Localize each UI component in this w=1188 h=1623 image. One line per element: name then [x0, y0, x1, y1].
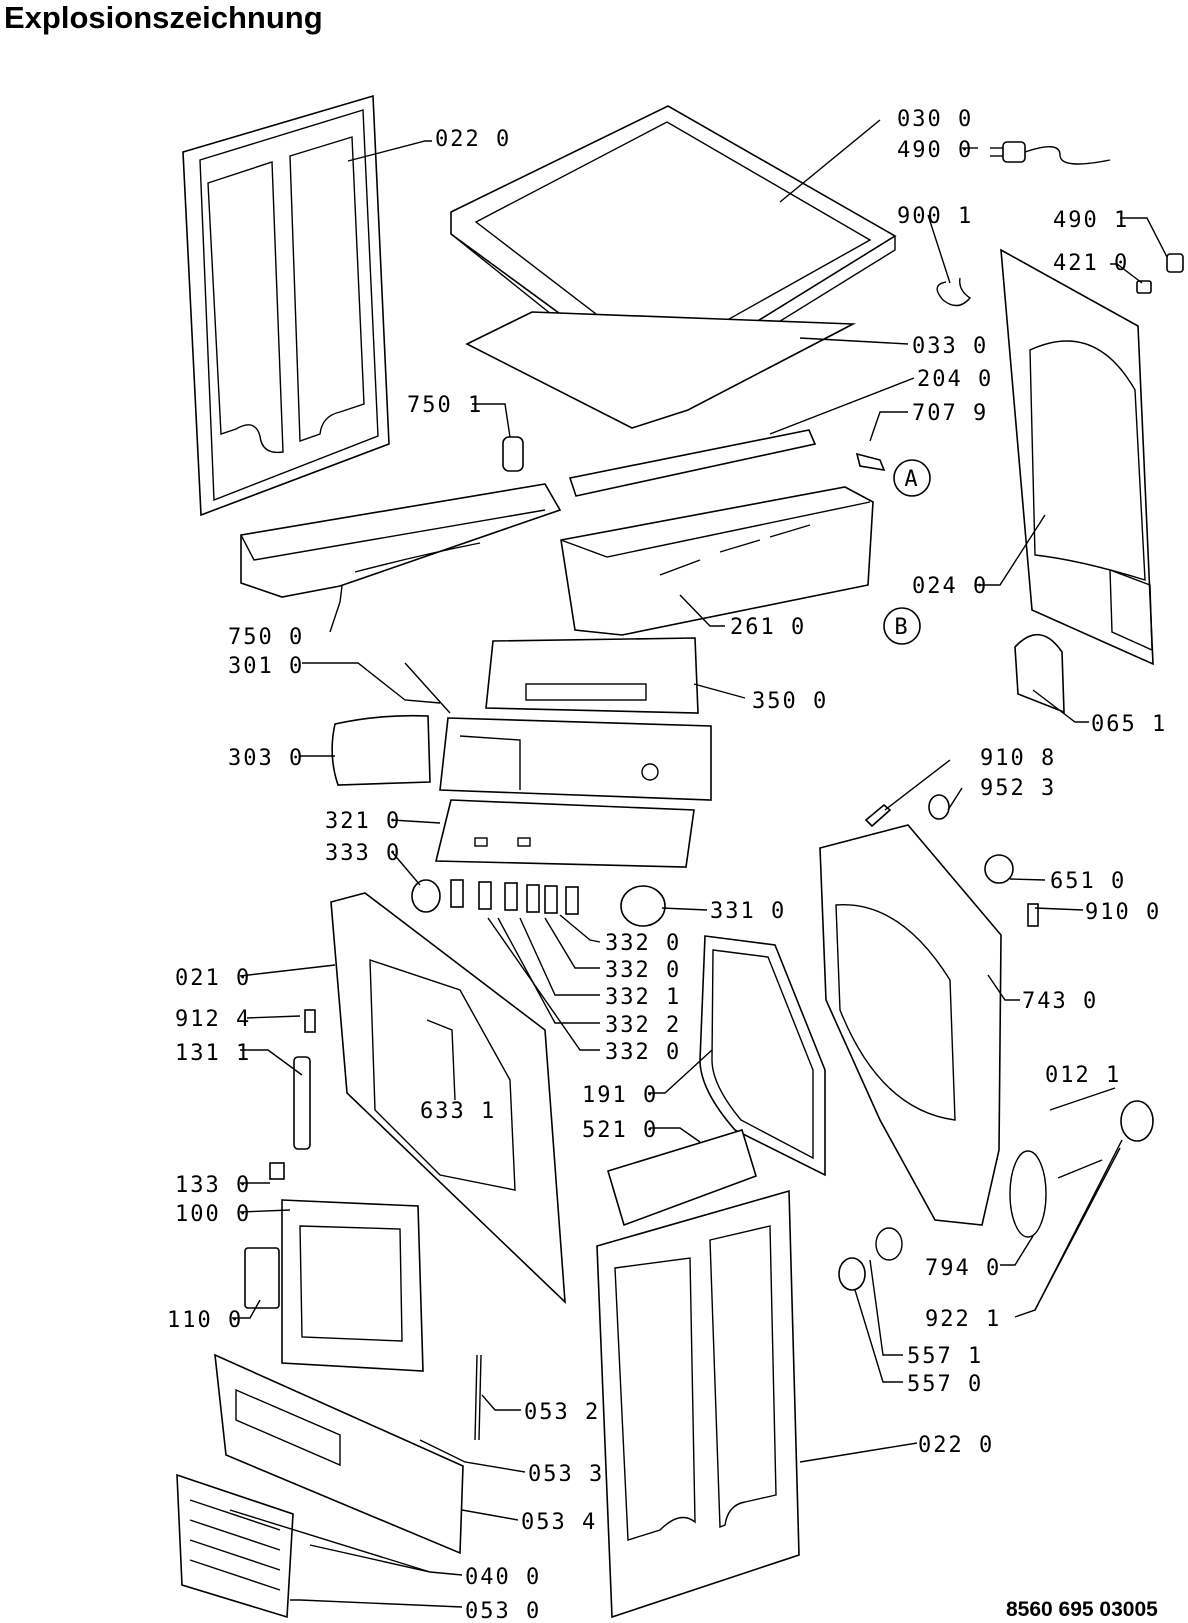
callout-b-text: B — [894, 615, 909, 640]
label-030-0: 030 0 — [897, 107, 973, 132]
fan-assembly — [1057, 1100, 1154, 1179]
callout-a-text: A — [904, 467, 919, 492]
callout-b: B — [883, 607, 921, 645]
door-latch — [244, 1247, 280, 1309]
label-332-1: 332 1 — [605, 985, 681, 1010]
label-261-0: 261 0 — [730, 615, 806, 640]
control-board — [607, 1129, 757, 1227]
label-331-0: 331 0 — [710, 899, 786, 924]
label-012-1: 012 1 — [1045, 1063, 1121, 1088]
label-707-9: 707 9 — [912, 401, 988, 426]
label-521-0: 521 0 — [582, 1118, 658, 1143]
vent-grille — [176, 1473, 294, 1619]
label-557-1: 557 1 — [907, 1344, 983, 1369]
label-900-1: 900 1 — [897, 204, 973, 229]
door-seal — [699, 935, 826, 1177]
label-750-0: 750 0 — [228, 625, 304, 650]
label-633-1: 633 1 — [420, 1099, 496, 1124]
side-panel-right — [596, 1189, 800, 1619]
label-651-0: 651 0 — [1050, 869, 1126, 894]
label-557-0: 557 0 — [907, 1372, 983, 1397]
label-204-0: 204 0 — [917, 367, 993, 392]
label-490-0: 490 0 — [897, 138, 973, 163]
control-knob-cover — [331, 714, 431, 786]
label-040-0: 040 0 — [465, 1565, 541, 1590]
label-332-2: 332 2 — [605, 1013, 681, 1038]
label-191-0: 191 0 — [582, 1083, 658, 1108]
label-131-1: 131 1 — [175, 1041, 251, 1066]
fasteners — [864, 794, 1039, 927]
front-panel — [330, 892, 566, 1305]
label-332-0-c: 332 0 — [605, 1040, 681, 1065]
label-033-0: 033 0 — [912, 334, 988, 359]
label-303-0: 303 0 — [228, 746, 304, 771]
label-321-0: 321 0 — [325, 809, 401, 834]
label-922-1: 922 1 — [925, 1307, 1001, 1332]
label-133-0: 133 0 — [175, 1173, 251, 1198]
water-container — [240, 483, 562, 598]
label-910-8: 910 8 — [980, 746, 1056, 771]
side-panel-left — [182, 94, 390, 517]
electronics-board — [485, 637, 699, 714]
hinge-hardware — [269, 1009, 316, 1180]
label-053-0: 053 0 — [465, 1599, 541, 1623]
label-421-0: 421 0 — [1053, 251, 1129, 276]
label-750-1: 750 1 — [407, 393, 483, 418]
label-053-2: 053 2 — [524, 1400, 600, 1425]
label-332-0-b: 332 0 — [605, 958, 681, 983]
push-buttons — [450, 879, 579, 915]
callout-a: A — [893, 459, 931, 497]
gaskets-and-seals — [838, 1150, 1047, 1291]
document-number: 8560 695 03005 — [1006, 1598, 1158, 1621]
label-952-3: 952 3 — [980, 776, 1056, 801]
power-cord — [990, 141, 1111, 165]
label-490-1: 490 1 — [1053, 208, 1129, 233]
label-350-0: 350 0 — [752, 689, 828, 714]
plinth-panel — [214, 1353, 464, 1555]
label-910-0: 910 0 — [1085, 900, 1161, 925]
label-021-0: 021 0 — [175, 966, 251, 991]
strip-bar — [568, 429, 817, 497]
label-065-1: 065 1 — [1091, 712, 1167, 737]
control-panel — [439, 717, 712, 801]
tray-housing — [560, 486, 874, 636]
small-knob — [411, 879, 441, 913]
label-053-3: 053 3 — [528, 1462, 604, 1487]
label-301-0: 301 0 — [228, 654, 304, 679]
part-labels: 022 0 030 0 490 0 900 1 490 1 421 0 033 … — [167, 107, 1167, 1623]
label-794-0: 794 0 — [925, 1256, 1001, 1281]
label-912-4: 912 4 — [175, 1007, 251, 1032]
rear-bracket — [1014, 633, 1065, 714]
small-sensor — [855, 452, 886, 472]
drum-housing — [819, 824, 1002, 1226]
label-022-0-bottom: 022 0 — [918, 1433, 994, 1458]
label-743-0: 743 0 — [1022, 989, 1098, 1014]
door-frame — [281, 1199, 424, 1372]
label-022-0-top: 022 0 — [435, 127, 511, 152]
cup-part — [502, 436, 524, 472]
label-053-4: 053 4 — [521, 1510, 597, 1535]
front-fascia — [434, 799, 695, 868]
label-024-0: 024 0 — [912, 574, 988, 599]
page-title: Explosionszeichnung — [4, 0, 323, 35]
label-100-0: 100 0 — [175, 1202, 251, 1227]
cable-clip — [936, 277, 972, 307]
label-110-0: 110 0 — [167, 1308, 243, 1333]
program-knob — [620, 885, 666, 927]
label-332-0-a: 332 0 — [605, 931, 681, 956]
leader-lines — [229, 119, 1168, 1608]
rear-panel — [1000, 248, 1154, 666]
lid-plate — [465, 311, 857, 429]
small-connector-parts — [1136, 253, 1184, 294]
support-rod — [474, 1354, 482, 1441]
label-333-0: 333 0 — [325, 841, 401, 866]
